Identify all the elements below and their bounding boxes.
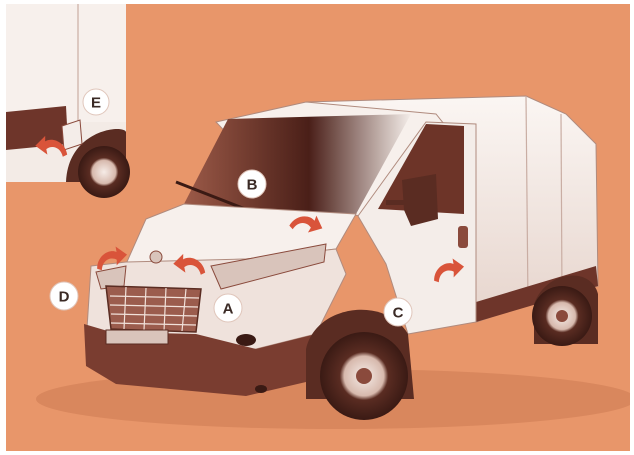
callout-label-b: B — [247, 177, 258, 194]
callout-b: B — [238, 170, 266, 198]
callout-label-a: A — [223, 301, 234, 318]
rear-hub — [556, 310, 568, 322]
callout-c: C — [384, 298, 412, 326]
fog-light — [236, 334, 256, 346]
inset-wheel — [78, 146, 130, 198]
license-plate — [106, 330, 168, 344]
door-handle — [458, 226, 468, 248]
front-hub — [356, 368, 372, 384]
callout-e: E — [83, 89, 109, 115]
van-illustration: A B C D E — [6, 4, 630, 451]
callout-d: D — [50, 282, 78, 310]
callout-label-c: C — [393, 305, 404, 322]
inset-panel — [6, 4, 130, 198]
brand-logo — [150, 251, 162, 263]
mirror-arm — [386, 200, 406, 205]
callout-label-e: E — [91, 95, 101, 112]
callout-label-d: D — [59, 289, 70, 306]
inset-fuel-flap — [62, 120, 82, 150]
fog-light — [255, 385, 267, 393]
van-diagram: A B C D E — [6, 4, 630, 451]
callout-a: A — [214, 294, 242, 322]
